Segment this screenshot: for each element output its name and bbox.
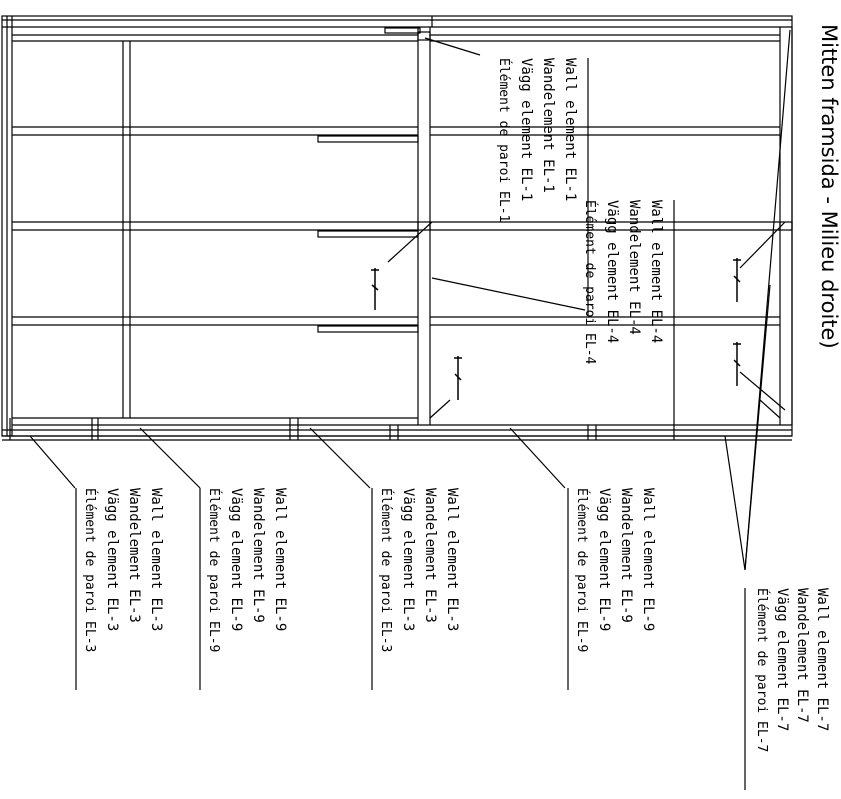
svg-text:Wandelement EL-9: Wandelement EL-9 <box>618 488 634 623</box>
svg-text:Élément de paroi EL-3: Élément de paroi EL-3 <box>378 488 394 652</box>
svg-text:Vägg element EL-1: Vägg element EL-1 <box>518 58 534 201</box>
label-el3-middle: Wall element EL-3 Wandelement EL-3 Vägg … <box>378 488 460 652</box>
label-el7: Wall element EL-7 Wandelement EL-7 Vägg … <box>754 588 830 752</box>
svg-text:Wall element EL-7: Wall element EL-7 <box>814 588 830 731</box>
svg-text:Élément de paroi EL-9: Élément de paroi EL-9 <box>206 488 222 652</box>
svg-text:Wall element EL-1: Wall element EL-1 <box>562 58 578 201</box>
svg-text:Vägg element EL-4: Vägg element EL-4 <box>604 200 620 343</box>
svg-text:Wandelement EL-9: Wandelement EL-9 <box>250 488 266 623</box>
svg-text:Élément de paroi EL-9: Élément de paroi EL-9 <box>574 488 590 652</box>
label-el9-right: Wall element EL-9 Wandelement EL-9 Vägg … <box>574 488 656 652</box>
svg-text:Vägg element EL-3: Vägg element EL-3 <box>104 488 120 631</box>
svg-text:Wandelement EL-3: Wandelement EL-3 <box>422 488 438 623</box>
label-underlines <box>75 58 746 790</box>
label-el9-left: Wall element EL-9 Wandelement EL-9 Vägg … <box>206 488 288 652</box>
svg-text:Élément de paroi EL-3: Élément de paroi EL-3 <box>82 488 98 652</box>
label-el4: Wall element EL-4 Wandelement EL-4 Vägg … <box>582 200 664 365</box>
svg-text:Élément de paroi EL-7: Élément de paroi EL-7 <box>754 588 770 752</box>
label-el3-left: Wall element EL-3 Wandelement EL-3 Vägg … <box>82 488 164 652</box>
svg-text:Wall element EL-3: Wall element EL-3 <box>148 488 164 631</box>
svg-text:Wall element EL-9: Wall element EL-9 <box>272 488 288 631</box>
frame-structure <box>1 15 793 441</box>
svg-text:Wandelement EL-1: Wandelement EL-1 <box>540 58 556 193</box>
svg-text:Élément de paroi EL-1: Élément de paroi EL-1 <box>496 58 512 222</box>
svg-text:Wandelement EL-4: Wandelement EL-4 <box>626 200 642 335</box>
label-el1: Wall element EL-1 Wandelement EL-1 Vägg … <box>496 58 578 222</box>
svg-text:Élément de paroi EL-4: Élément de paroi EL-4 <box>582 200 598 365</box>
svg-text:Wall element EL-9: Wall element EL-9 <box>640 488 656 631</box>
svg-text:Wall element EL-4: Wall element EL-4 <box>648 200 664 343</box>
drawing-title: Mitten framsida - Milieu droite) <box>817 24 841 349</box>
svg-text:Vägg element EL-7: Vägg element EL-7 <box>774 588 790 731</box>
svg-text:Vägg element EL-3: Vägg element EL-3 <box>400 488 416 631</box>
svg-text:Wandelement EL-3: Wandelement EL-3 <box>126 488 142 623</box>
leader-lines <box>29 29 791 571</box>
svg-text:Vägg element EL-9: Vägg element EL-9 <box>596 488 612 631</box>
screw-symbols <box>371 258 741 400</box>
svg-text:Wall element EL-3: Wall element EL-3 <box>444 488 460 631</box>
svg-text:Vägg element EL-9: Vägg element EL-9 <box>228 488 244 631</box>
svg-text:Wandelement EL-7: Wandelement EL-7 <box>794 588 810 723</box>
